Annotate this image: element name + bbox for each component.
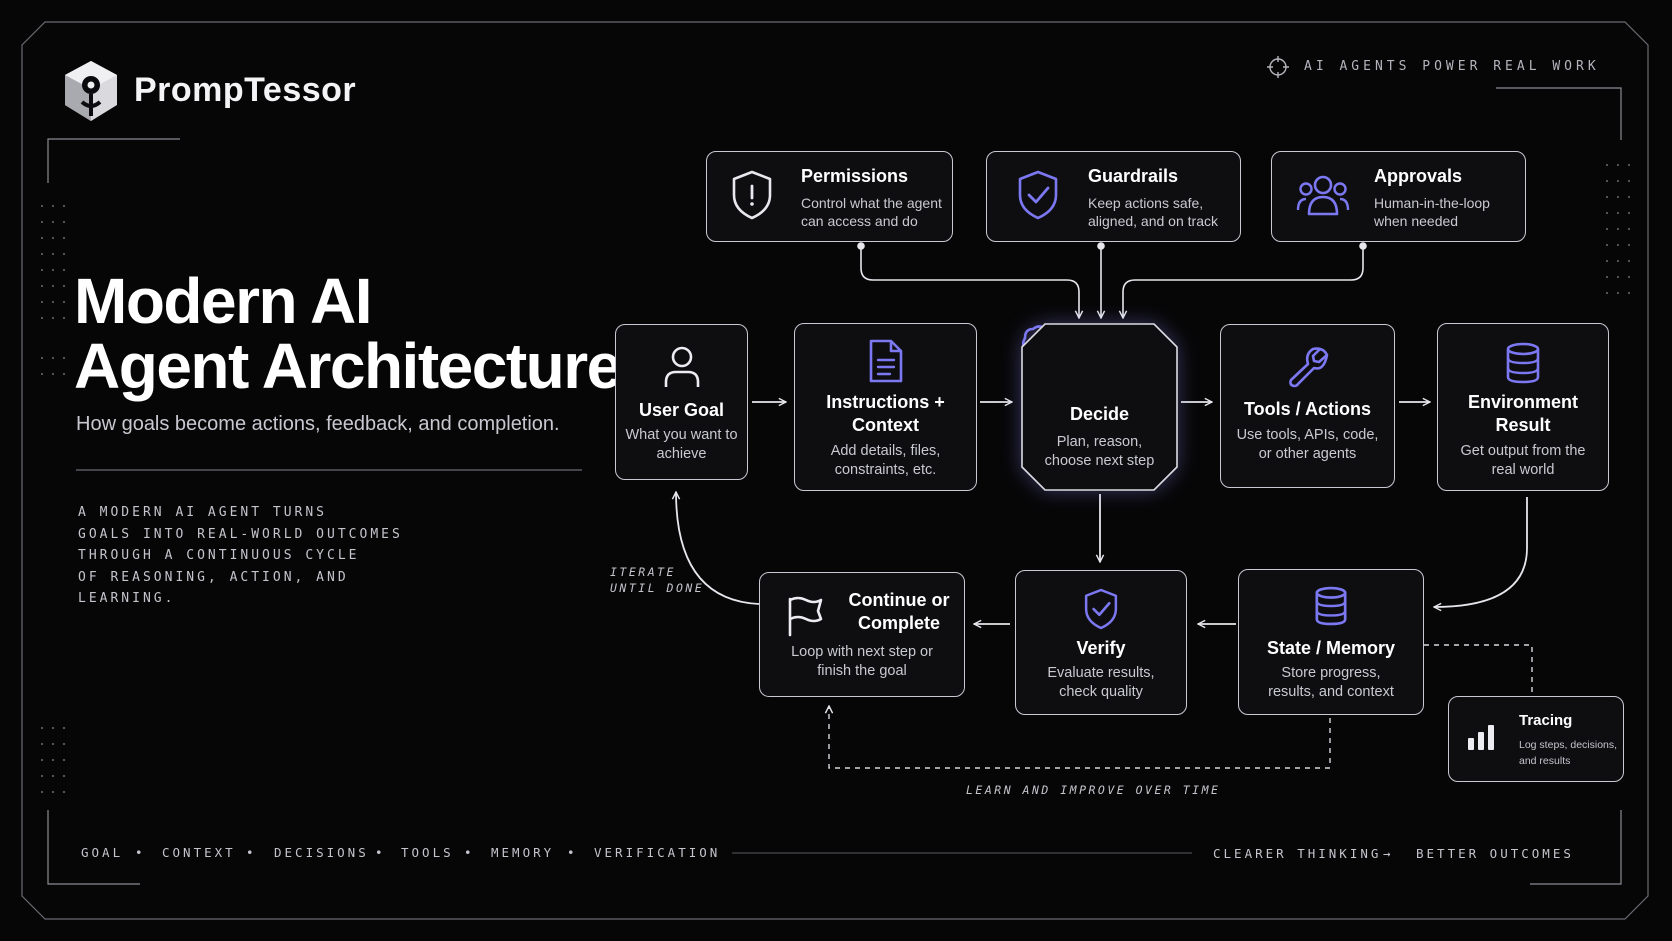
node-desc: Get output from the real world: [1460, 443, 1586, 478]
node-decide: Decide Plan, reason, choose next step: [1021, 323, 1178, 491]
tracing-title: Tracing: [1519, 712, 1573, 729]
corner-bracket: [47, 810, 140, 885]
corner-bracket: [1496, 87, 1622, 140]
arrow-environment-to-memory: [1434, 497, 1528, 607]
footer-separator: •: [464, 845, 475, 860]
footer-separator: •: [375, 845, 386, 860]
wrench-icon: [1221, 345, 1394, 389]
control-desc: Human-in-the-loop when needed: [1374, 195, 1490, 229]
footer-better-outcomes: BETTER OUTCOMES: [1416, 846, 1574, 861]
node-desc: Loop with next step or finish the goal: [791, 644, 933, 679]
tracing-box: Tracing Log steps, decisions, and result…: [1448, 696, 1624, 782]
control-permissions: Permissions Control what the agent can a…: [706, 151, 953, 242]
brand-logo: [60, 58, 122, 124]
control-desc: Keep actions safe, aligned, and on track: [1088, 195, 1218, 229]
footer-item-decisions: DECISIONS: [274, 845, 369, 860]
connector-permissions: [860, 249, 1079, 318]
footer-separator: •: [135, 845, 146, 860]
node-title: Environment Result: [1467, 392, 1578, 435]
page-title-line2: Agent Architecture: [74, 330, 622, 402]
node-environment-result: Environment Result Get output from the r…: [1437, 323, 1609, 491]
shield-check-icon: [1015, 169, 1061, 226]
node-continue-complete: Continue or Complete Loop with next step…: [759, 572, 965, 697]
control-guardrails: Guardrails Keep actions safe, aligned, a…: [986, 151, 1241, 242]
node-desc: Add details, files, constraints, etc.: [830, 443, 941, 478]
footer-item-context: CONTEXT: [162, 845, 236, 860]
node-desc: Plan, reason, choose next step: [1044, 434, 1155, 469]
node-tools-actions: Tools / Actions Use tools, APIs, code, o…: [1220, 324, 1395, 488]
iterate-label: ITERATE UNTIL DONE: [610, 565, 705, 595]
corner-bracket: [1530, 810, 1622, 885]
header-tag: AI AGENTS POWER REAL WORK: [1304, 59, 1600, 74]
node-verify: Verify Evaluate results, check quality: [1015, 570, 1187, 715]
control-title: Guardrails: [1088, 166, 1179, 186]
footer-item-goal: GOAL: [81, 845, 124, 860]
node-desc: Evaluate results, check quality: [1047, 665, 1155, 700]
node-title: Tools / Actions: [1243, 399, 1371, 419]
control-title: Approvals: [1374, 166, 1463, 186]
footer-item-tools: TOOLS: [401, 845, 454, 860]
footer-clearer-thinking: CLEARER THINKING: [1213, 846, 1382, 861]
node-state-memory: State / Memory Store progress, results, …: [1238, 569, 1424, 715]
node-desc: Store progress, results, and context: [1268, 665, 1394, 700]
node-title: Continue or Complete: [848, 590, 950, 633]
control-title: Permissions: [801, 166, 909, 186]
control-approvals: Approvals Human-in-the-loop when needed: [1271, 151, 1526, 242]
footer-separator: •: [246, 845, 257, 860]
logo-icon: [65, 61, 117, 121]
document-icon: [795, 338, 976, 384]
dashed-memory-to-tracing: [1424, 644, 1533, 692]
footer-item-verification: VERIFICATION: [594, 845, 721, 860]
users-icon: [1296, 172, 1350, 223]
dashed-learn-loop: [829, 706, 1331, 769]
flag-icon: [786, 595, 824, 642]
learn-label: LEARN AND IMPROVE OVER TIME: [966, 783, 1221, 797]
shield-alert-icon: [729, 169, 775, 226]
node-title: Instructions + Context: [826, 392, 945, 435]
decide-octagon: [1021, 323, 1178, 491]
node-instructions-context: Instructions + Context Add details, file…: [794, 323, 977, 491]
footer-arrow: →: [1383, 846, 1394, 861]
page-title-line1: Modern AI: [74, 265, 373, 337]
shield-check-icon: [1016, 587, 1186, 631]
connector-approvals: [1123, 249, 1364, 318]
node-title: Decide: [1069, 404, 1130, 424]
hero-description: A MODERN AI AGENT TURNS GOALS INTO REAL-…: [78, 505, 403, 606]
corner-bracket: [47, 138, 180, 183]
footer-separator: •: [567, 845, 578, 860]
dot-grid: [40, 163, 1631, 794]
user-icon: [616, 345, 747, 389]
database-icon: [1438, 342, 1608, 384]
crosshair-icon: [1266, 55, 1290, 79]
database-icon: [1239, 586, 1423, 626]
node-title: Verify: [1076, 638, 1126, 658]
bar-chart-icon: [1467, 721, 1499, 756]
page-subtitle: How goals become actions, feedback, and …: [76, 413, 560, 435]
brand-name: PrompTessor: [134, 71, 357, 109]
node-title: User Goal: [638, 400, 725, 420]
node-title: State / Memory: [1266, 638, 1396, 658]
tracing-desc: Log steps, decisions, and results: [1519, 739, 1618, 767]
node-user-goal: User Goal What you want to achieve: [615, 324, 748, 480]
control-desc: Control what the agent can access and do: [801, 195, 942, 229]
node-desc: Use tools, APIs, code, or other agents: [1236, 427, 1379, 462]
footer-item-memory: MEMORY: [491, 845, 555, 860]
outer-frame: [21, 21, 1649, 920]
arrow-continue-to-goal: [676, 492, 760, 605]
node-desc: What you want to achieve: [625, 427, 738, 462]
